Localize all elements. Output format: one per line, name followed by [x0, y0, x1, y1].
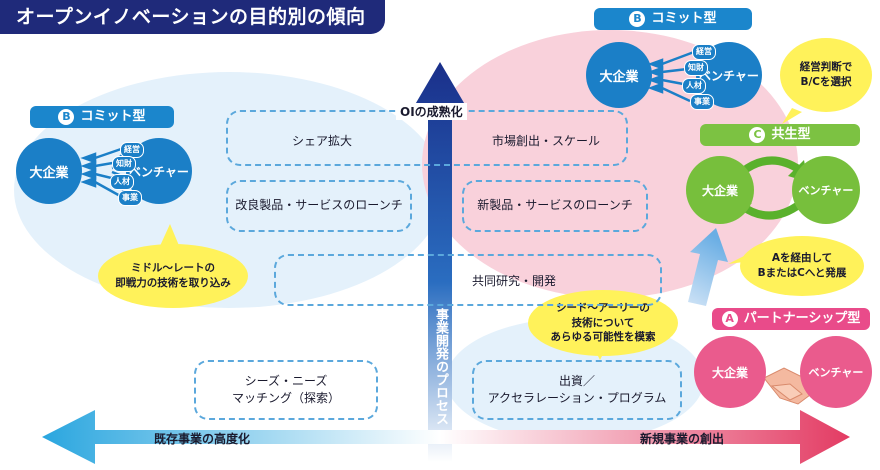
partnership-type-pill: A パートナーシップ型	[712, 308, 870, 330]
left-arrow	[42, 410, 440, 464]
market-label: 市場創出・スケール	[492, 134, 601, 148]
partnership-venture-circle: ベンチャー	[800, 336, 872, 408]
improved-box: 改良製品・サービスのローンチ	[226, 180, 412, 232]
joint-research-box	[274, 254, 662, 306]
big-company-label: 大企業	[711, 365, 748, 380]
seeds-needs-box: シーズ・ニーズ マッチング（探索）	[194, 360, 378, 420]
big-company-label: 大企業	[599, 69, 639, 85]
big-company-circle: 大企業	[16, 138, 82, 204]
tag-talent: 人材	[682, 78, 706, 94]
venture-label: ベンチャー	[699, 68, 759, 83]
commit-type-label: コミット型	[80, 109, 146, 124]
badge-a: A	[721, 311, 738, 327]
joint-research-label: 共同研究・開発	[472, 274, 557, 288]
share-label: シェア拡大	[292, 134, 353, 148]
commit-arrows-right	[647, 50, 697, 103]
symbiosis-type-label: 共生型	[771, 127, 811, 142]
tag-business: 事業	[118, 190, 142, 206]
symbiosis-big-company-circle: 大企業	[686, 156, 754, 224]
vertical-arrow	[413, 62, 467, 462]
top-right-bubble: 経営判断で B/Cを選択	[780, 38, 872, 112]
right-arrow	[440, 410, 850, 464]
commit-type-pill-left: B コミット型	[30, 106, 174, 128]
big-company-label: 大企業	[29, 165, 69, 181]
left-axis-label: 既存事業の高度化	[154, 432, 251, 446]
tag-talent: 人材	[110, 174, 134, 190]
tag-ip: 知財	[112, 156, 136, 172]
venture-label: ベンチャー	[808, 366, 864, 379]
big-company-circle: 大企業	[586, 42, 652, 108]
page-title: オープンイノベーションの目的別の傾向	[0, 0, 386, 34]
tag-ip: 知財	[684, 60, 708, 76]
venture-label: ベンチャー	[798, 184, 854, 197]
badge-b: B	[629, 11, 646, 27]
vertical-axis-label: 事業開発のプロセス	[433, 308, 448, 425]
commit-type-pill-right: B コミット型	[594, 8, 752, 30]
investment-box: 出資／ アクセラレーション・プログラム	[472, 360, 682, 420]
badge-c: C	[749, 127, 766, 143]
oi-maturity-label: OIの成熟化	[396, 103, 467, 120]
new-product-box: 新製品・サービスのローンチ	[462, 180, 648, 232]
partnership-type-label: パートナーシップ型	[743, 311, 861, 326]
tag-management: 経営	[692, 44, 716, 60]
partnership-big-company-circle: 大企業	[694, 336, 766, 408]
tag-business: 事業	[690, 94, 714, 110]
commit-type-label: コミット型	[651, 11, 717, 26]
right-axis-label: 新規事業の創出	[640, 432, 725, 446]
symbiosis-type-pill: C 共生型	[700, 124, 860, 146]
big-company-label: 大企業	[701, 183, 738, 198]
upgrade-arrow	[688, 228, 728, 306]
badge-b: B	[58, 109, 75, 125]
cycle-arrow-top	[739, 156, 803, 176]
left-bubble: ミドル～レートの 即戦力の技術を取り込み	[98, 244, 248, 308]
venture-label: ベンチャー	[129, 164, 189, 179]
mid-right-bubble: Aを経由して BまたはCへと発展	[740, 236, 864, 296]
symbiosis-venture-circle: ベンチャー	[792, 156, 860, 224]
